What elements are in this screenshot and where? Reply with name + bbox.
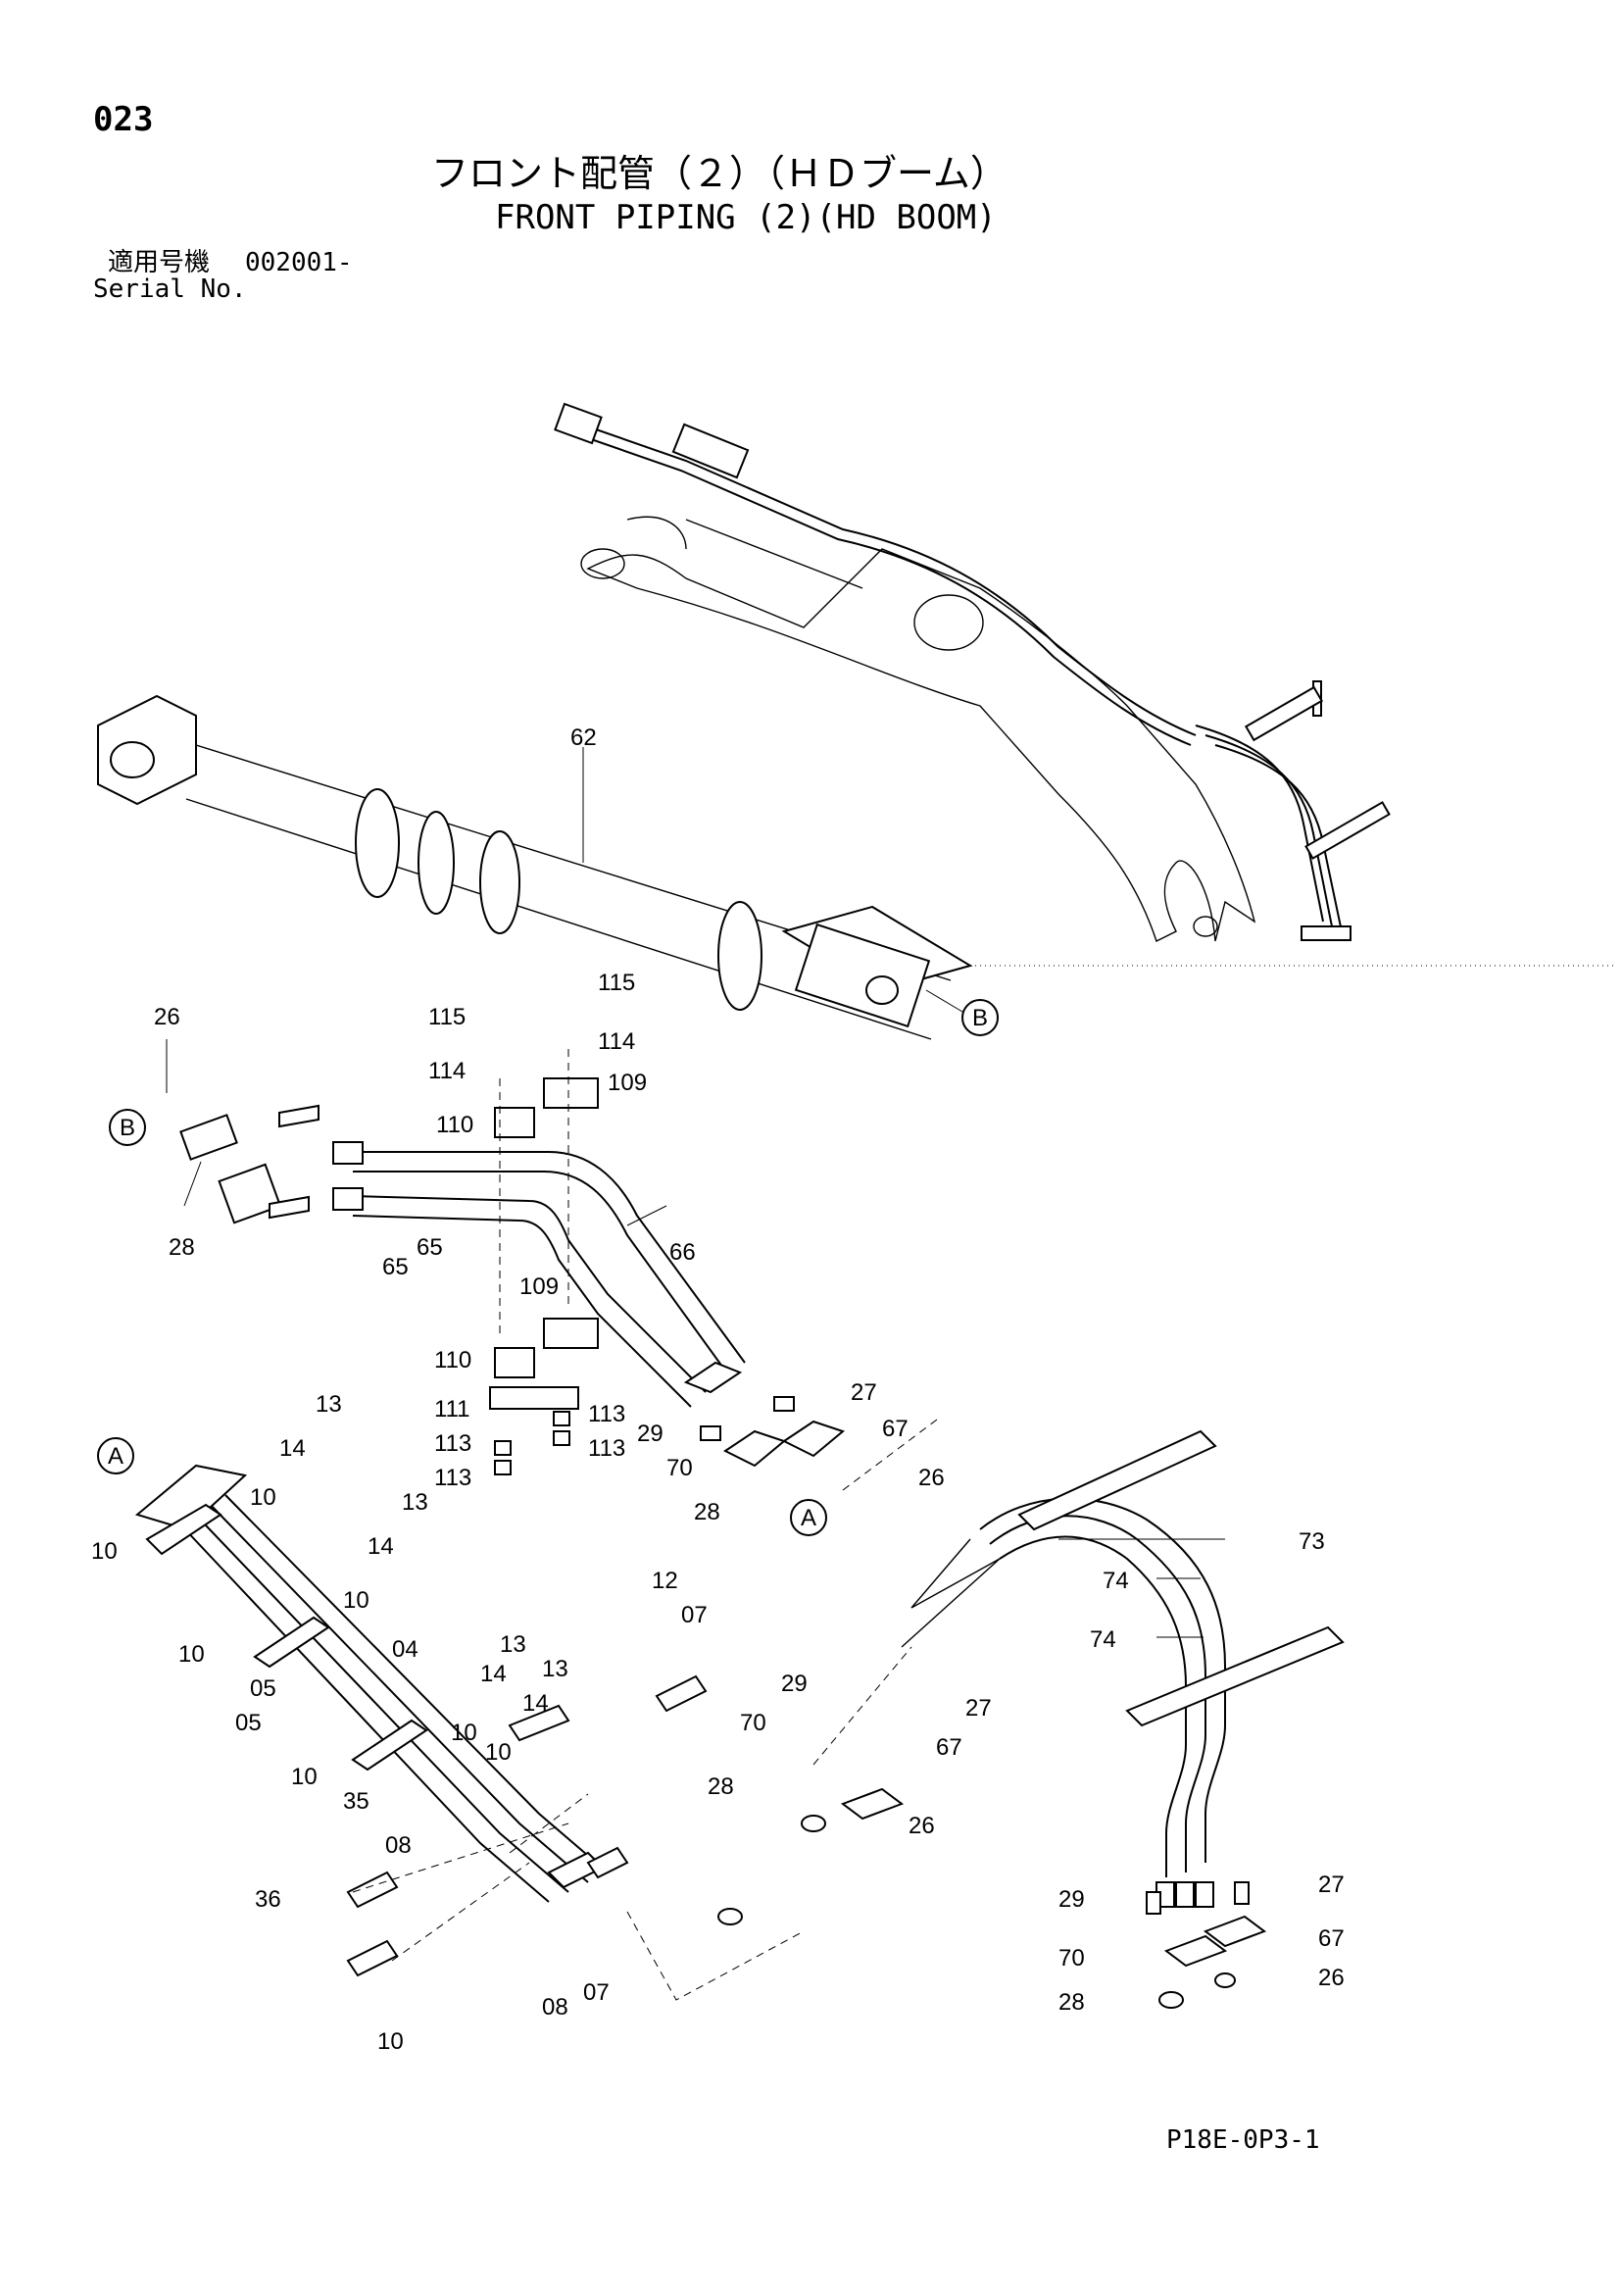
callout-115: 115 — [428, 1004, 466, 1030]
callout-113: 113 — [588, 1435, 625, 1462]
reference-markers — [97, 989, 999, 1536]
callout-110: 110 — [436, 1112, 473, 1138]
serial-label-english: Serial No. — [93, 275, 247, 304]
callout-05: 05 — [235, 1710, 262, 1736]
callout-67: 67 — [1318, 1925, 1345, 1952]
page-title-japanese: フロント配管（２）（ＨＤブーム） — [431, 152, 1008, 195]
callout-113: 113 — [434, 1465, 471, 1491]
callout-114: 114 — [598, 1028, 635, 1055]
callout-27: 27 — [1318, 1872, 1345, 1898]
callout-10: 10 — [451, 1720, 477, 1746]
callout-74: 74 — [1090, 1626, 1116, 1653]
callout-14: 14 — [480, 1661, 507, 1687]
page-title-english: FRONT PIPING (2)(HD BOOM) — [495, 198, 997, 237]
callout-12: 12 — [652, 1568, 678, 1594]
callout-26: 26 — [909, 1813, 935, 1839]
callout-26: 26 — [154, 1004, 180, 1030]
callout-70: 70 — [1058, 1945, 1085, 1972]
callout-65: 65 — [382, 1254, 409, 1280]
callout-13: 13 — [402, 1489, 428, 1516]
callout-29: 29 — [1058, 1886, 1085, 1913]
callout-10: 10 — [377, 2028, 404, 2055]
callout-27: 27 — [965, 1695, 992, 1722]
callout-10: 10 — [485, 1739, 512, 1766]
callout-13: 13 — [316, 1391, 342, 1418]
boom-assembly — [580, 516, 1256, 942]
callout-36: 36 — [255, 1886, 281, 1913]
callout-35: 35 — [343, 1788, 369, 1815]
boom-cylinder — [97, 694, 1617, 1040]
callout-07: 07 — [681, 1602, 708, 1628]
callout-leaders — [166, 747, 1225, 1638]
callout-10: 10 — [343, 1587, 369, 1614]
callout-70: 70 — [740, 1710, 766, 1736]
callout-73: 73 — [1299, 1528, 1325, 1555]
callout-111: 111 — [434, 1396, 469, 1423]
callout-26: 26 — [1318, 1965, 1345, 1991]
callout-10: 10 — [291, 1764, 318, 1790]
callout-26: 26 — [918, 1465, 945, 1491]
serial-label-japanese: 適用号機 — [108, 248, 211, 277]
callout-67: 67 — [882, 1416, 909, 1442]
callout-110: 110 — [434, 1347, 471, 1373]
callout-67: 67 — [936, 1734, 962, 1761]
callout-08: 08 — [385, 1832, 412, 1859]
callout-14: 14 — [368, 1533, 394, 1560]
callout-65: 65 — [417, 1234, 443, 1261]
callout-14: 14 — [279, 1435, 306, 1462]
callout-74: 74 — [1103, 1568, 1129, 1594]
marker-b: B — [972, 1005, 988, 1031]
callout-10: 10 — [178, 1641, 205, 1668]
page-number: 023 — [93, 100, 154, 139]
callout-05: 05 — [250, 1675, 276, 1702]
callout-28: 28 — [1058, 1989, 1085, 2016]
callout-29: 29 — [781, 1671, 808, 1697]
callout-114: 114 — [428, 1058, 466, 1084]
callout-10: 10 — [91, 1538, 118, 1565]
callout-07: 07 — [583, 1979, 610, 2006]
callout-113: 113 — [588, 1401, 625, 1427]
callout-14: 14 — [522, 1690, 549, 1717]
callout-13: 13 — [542, 1656, 568, 1682]
callout-113: 113 — [434, 1430, 471, 1457]
callout-62: 62 — [570, 724, 597, 751]
hose-group-middle — [179, 1049, 846, 1475]
callout-70: 70 — [666, 1455, 693, 1481]
serial-number-value: 002001- — [245, 248, 353, 277]
callout-66: 66 — [669, 1239, 696, 1266]
callout-28: 28 — [708, 1773, 734, 1800]
drawing-code: P18E-0P3-1 — [1166, 2125, 1320, 2155]
callout-27: 27 — [851, 1379, 877, 1406]
callout-10: 10 — [250, 1484, 276, 1511]
callout-115: 115 — [598, 970, 635, 996]
callout-109: 109 — [519, 1273, 559, 1300]
marker-b: B — [120, 1115, 135, 1141]
marker-a: A — [801, 1505, 816, 1531]
hose-group-lower-right — [717, 1416, 1345, 2009]
callout-labels: 62 115 115 114 114 109 110 26 B B 28 65 … — [91, 724, 1345, 2055]
marker-a: A — [108, 1443, 123, 1470]
callout-29: 29 — [637, 1421, 664, 1447]
callout-13: 13 — [500, 1631, 526, 1658]
callout-28: 28 — [169, 1234, 195, 1261]
callout-08: 08 — [542, 1994, 568, 2021]
callout-109: 109 — [608, 1070, 647, 1096]
hose-group-lower-left — [134, 1464, 805, 2001]
callout-28: 28 — [694, 1499, 720, 1525]
boom-hose-bundle — [554, 402, 1391, 941]
callout-04: 04 — [392, 1636, 418, 1663]
